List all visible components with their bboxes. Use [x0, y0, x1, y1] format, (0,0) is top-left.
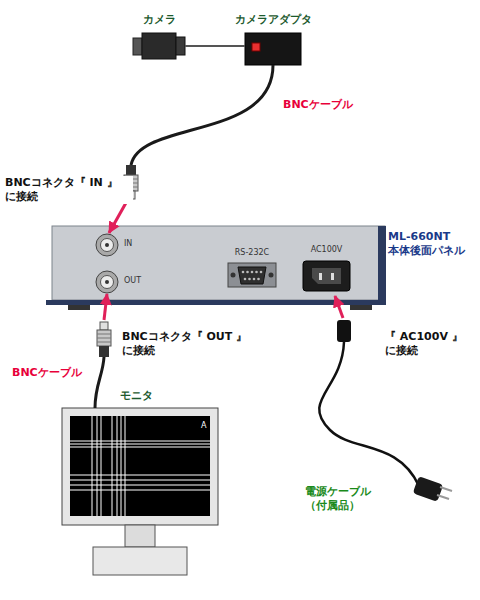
bnc-out-jack: OUT: [96, 271, 118, 293]
port-label: AC100V: [311, 245, 343, 255]
connect-note: BNCコネクタ『 OUT 』 に接続: [122, 330, 262, 358]
camera-adapter: カメラアダプタ: [245, 33, 301, 65]
cable: [185, 46, 245, 47]
rear-panel: ML-660NT 本体後面パネルINOUTRS-232CAC100V: [52, 226, 385, 300]
camera: カメラ: [133, 32, 185, 60]
cable-segment: [131, 65, 273, 165]
monitor: モニタ: [62, 408, 218, 525]
cable-label: BNCケーブル: [283, 98, 353, 112]
cable-segment: [104, 294, 107, 320]
bnc-plug-out: [97, 322, 111, 357]
port-label: IN: [124, 239, 132, 249]
cable-segment: [109, 201, 127, 233]
cable: [109, 65, 273, 233]
cable: [95, 294, 107, 408]
ac-inlet: AC100V: [303, 261, 350, 291]
monitor-figure: [62, 408, 218, 575]
monitor-label: モニタ: [120, 389, 153, 403]
cable-label: BNCケーブル: [12, 366, 82, 380]
cable-segment: [185, 45, 245, 47]
port-label: OUT: [124, 276, 141, 286]
bnc-in-jack: IN: [96, 234, 118, 256]
adapter-label: カメラアダプタ: [235, 13, 312, 27]
screen-mark: A: [201, 421, 206, 431]
connect-note: BNCコネクタ『 IN 』 に接続: [5, 176, 133, 204]
power-cable: [319, 296, 452, 502]
cable-segment: [95, 357, 104, 408]
camera-label: カメラ: [143, 13, 176, 27]
adapter-figure: [245, 33, 301, 65]
connect-note: 『 AC100V 』 に接続: [385, 330, 470, 358]
panel-title: ML-660NT 本体後面パネル: [388, 230, 478, 258]
port-label: RS-232C: [235, 248, 269, 258]
cable-note: 電源ケーブル （付属品）: [305, 485, 380, 513]
camera-figure: [133, 33, 185, 59]
rs232c-port: RS-232C: [228, 263, 276, 287]
